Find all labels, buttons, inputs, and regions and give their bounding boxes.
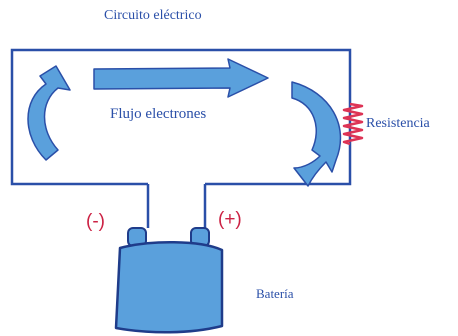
circuit-wire [10, 48, 352, 186]
right-loop-arrow-icon [291, 81, 342, 187]
positive-polarity-label: (+) [218, 209, 242, 230]
diagram-title: Circuito eléctrico [104, 8, 202, 23]
battery-icon [114, 240, 224, 334]
flow-label: Flujo electrones [110, 106, 207, 122]
negative-polarity-label: (-) [86, 211, 105, 232]
resistor-icon [342, 102, 364, 146]
flow-arrow-icon [93, 58, 269, 98]
left-loop-arrow-icon [27, 65, 71, 161]
battery-label: Batería [256, 286, 294, 301]
resistor-label: Resistencia [366, 116, 430, 131]
